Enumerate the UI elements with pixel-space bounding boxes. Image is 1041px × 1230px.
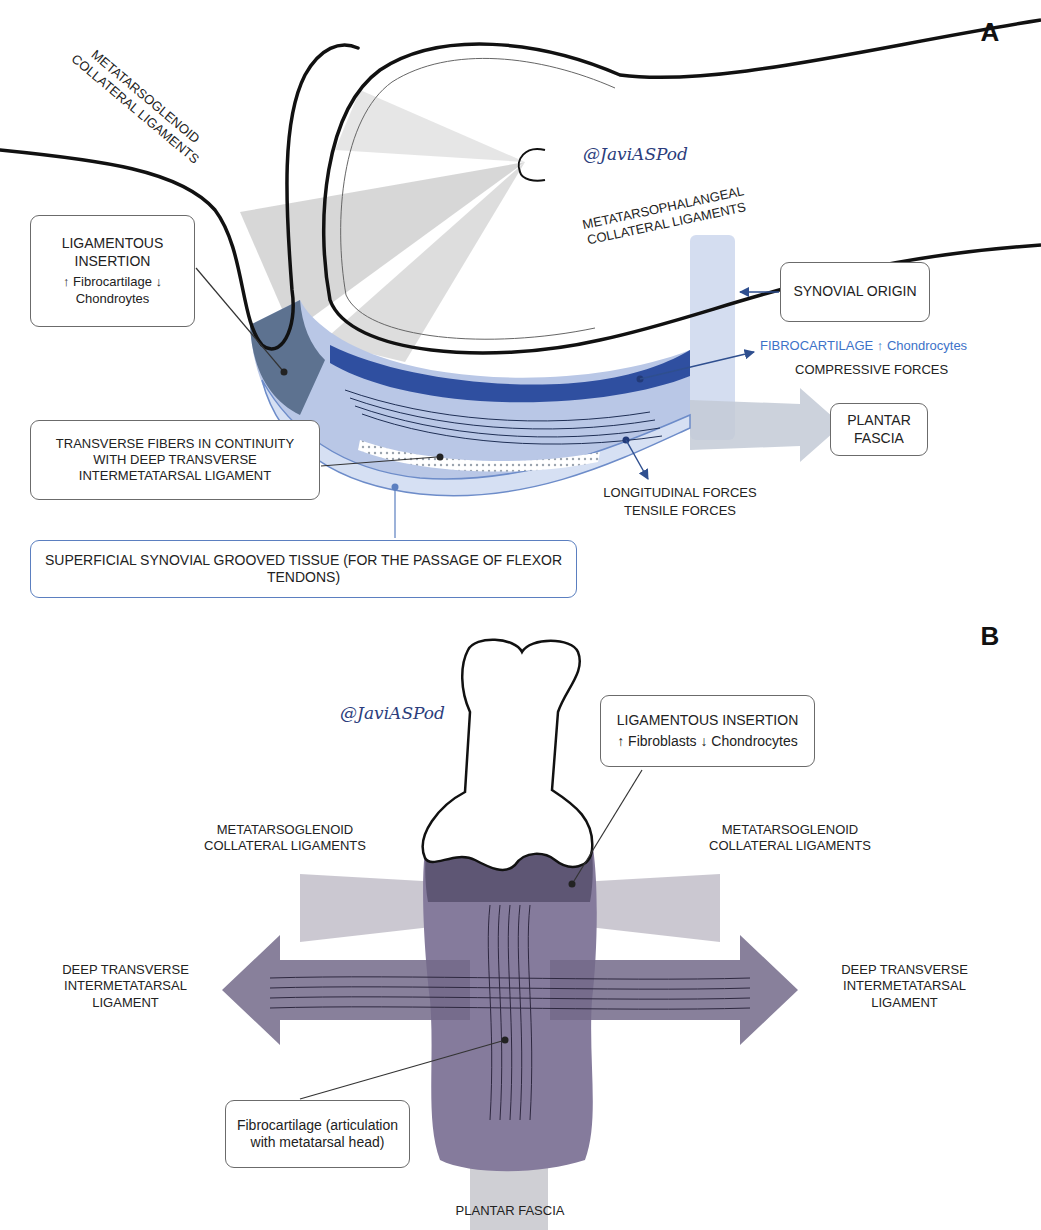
callout-box: PLANTAR FASCIA xyxy=(830,403,928,456)
fiber-line xyxy=(270,977,750,979)
plantar-fascia-arrow xyxy=(690,388,842,462)
callout-box: Fibrocartilage (articulation with metata… xyxy=(225,1100,410,1168)
box-heading: LIGAMENTOUS INSERTION xyxy=(610,712,805,730)
fiber-line xyxy=(518,905,521,1120)
leader-dot xyxy=(502,1037,509,1044)
leader-line xyxy=(394,490,395,538)
ligament-origin xyxy=(519,149,545,181)
ligament-fan xyxy=(335,90,525,162)
force-label: COMPRESSIVE FORCES xyxy=(795,362,995,378)
fiber-line xyxy=(355,406,660,437)
part-label: METATARSOGLENOID COLLATERAL LIGAMENTS xyxy=(185,822,385,855)
part-label: METATARSOGLENOID COLLATERAL LIGAMENTS xyxy=(690,822,890,855)
box-heading: TRANSVERSE FIBERS IN CONTINUITY WITH DEE… xyxy=(40,436,310,485)
phalanx-outline xyxy=(423,640,593,870)
transverse-fibers xyxy=(358,440,600,472)
panel-letter: B xyxy=(960,620,1020,653)
watermark: @JaviASPod xyxy=(568,144,703,165)
box-heading: Fibrocartilage (articulation with metata… xyxy=(235,1117,400,1152)
force-label: TENSILE FORCES xyxy=(590,503,770,519)
fiber-line xyxy=(488,905,491,1120)
transverse-ligament-arrow xyxy=(550,935,798,1045)
callout-box: LIGAMENTOUS INSERTION ↑ Fibrocartilage ↓ … xyxy=(30,215,195,327)
box-heading: LIGAMENTOUS INSERTION xyxy=(40,235,185,270)
part-label: METATARSOGLENOID COLLATERAL LIGAMENTS xyxy=(53,27,227,180)
part-label: DEEP TRANSVERSE INTERMETATARSAL LIGAMENT xyxy=(48,962,203,1011)
leader-line xyxy=(321,457,437,466)
box-heading: PLANTAR FASCIA xyxy=(840,412,918,447)
phalanx-outline xyxy=(0,45,358,349)
transverse-ligament-arrow xyxy=(222,935,470,1045)
leader-line xyxy=(574,770,642,881)
fiber-line xyxy=(498,905,501,1120)
box-body: ↑ Fibroblasts ↓ Chondrocytes xyxy=(610,733,805,751)
fiber-line xyxy=(508,905,511,1120)
part-label: PLANTAR FASCIA xyxy=(440,1203,580,1219)
fiber-line xyxy=(345,390,650,421)
callout-box: SYNOVIAL ORIGIN xyxy=(780,262,930,322)
callout-box: TRANSVERSE FIBERS IN CONTINUITY WITH DEE… xyxy=(30,420,320,500)
leader-dot xyxy=(392,484,399,491)
leader-arrow xyxy=(740,291,779,293)
part-label: METATARSOPHALANGEAL COLLATERAL LIGAMENTS xyxy=(549,176,781,256)
ligament-fan xyxy=(300,874,440,942)
force-label: LONGITUDINAL FORCES xyxy=(590,485,770,501)
fiber-line xyxy=(362,414,662,444)
leader-dot xyxy=(437,454,444,461)
fiber-line xyxy=(528,905,531,1120)
box-body: ↑ Fibrocartilage ↓ Chondroytes xyxy=(40,274,185,307)
ligament-fan xyxy=(322,162,525,362)
panel-letter: A xyxy=(960,16,1020,49)
leader-dot xyxy=(569,881,576,888)
box-heading: SYNOVIAL ORIGIN xyxy=(790,283,920,301)
leader-line xyxy=(196,268,283,371)
part-label: FIBROCARTILAGE ↑ Chondrocytes xyxy=(760,338,1035,354)
part-label: DEEP TRANSVERSE INTERMETATARSAL LIGAMENT xyxy=(827,962,982,1011)
leader-arrow xyxy=(626,440,648,479)
box-heading: SUPERFICIAL SYNOVIAL GROOVED TISSUE (FOR… xyxy=(40,552,567,587)
callout-box: LIGAMENTOUS INSERTION ↑ Fibroblasts ↓ Cho… xyxy=(600,695,815,767)
callout-box: SUPERFICIAL SYNOVIAL GROOVED TISSUE (FOR… xyxy=(30,540,577,598)
cartilage-line xyxy=(341,58,615,339)
leader-line xyxy=(300,1041,502,1099)
ligamentous-insertion xyxy=(250,300,325,415)
metatarsal-outline xyxy=(324,20,1041,353)
ligament-fan xyxy=(580,874,720,942)
watermark: @JaviASPod xyxy=(330,703,455,724)
leader-dot xyxy=(281,369,288,376)
leader-arrow xyxy=(640,352,754,379)
